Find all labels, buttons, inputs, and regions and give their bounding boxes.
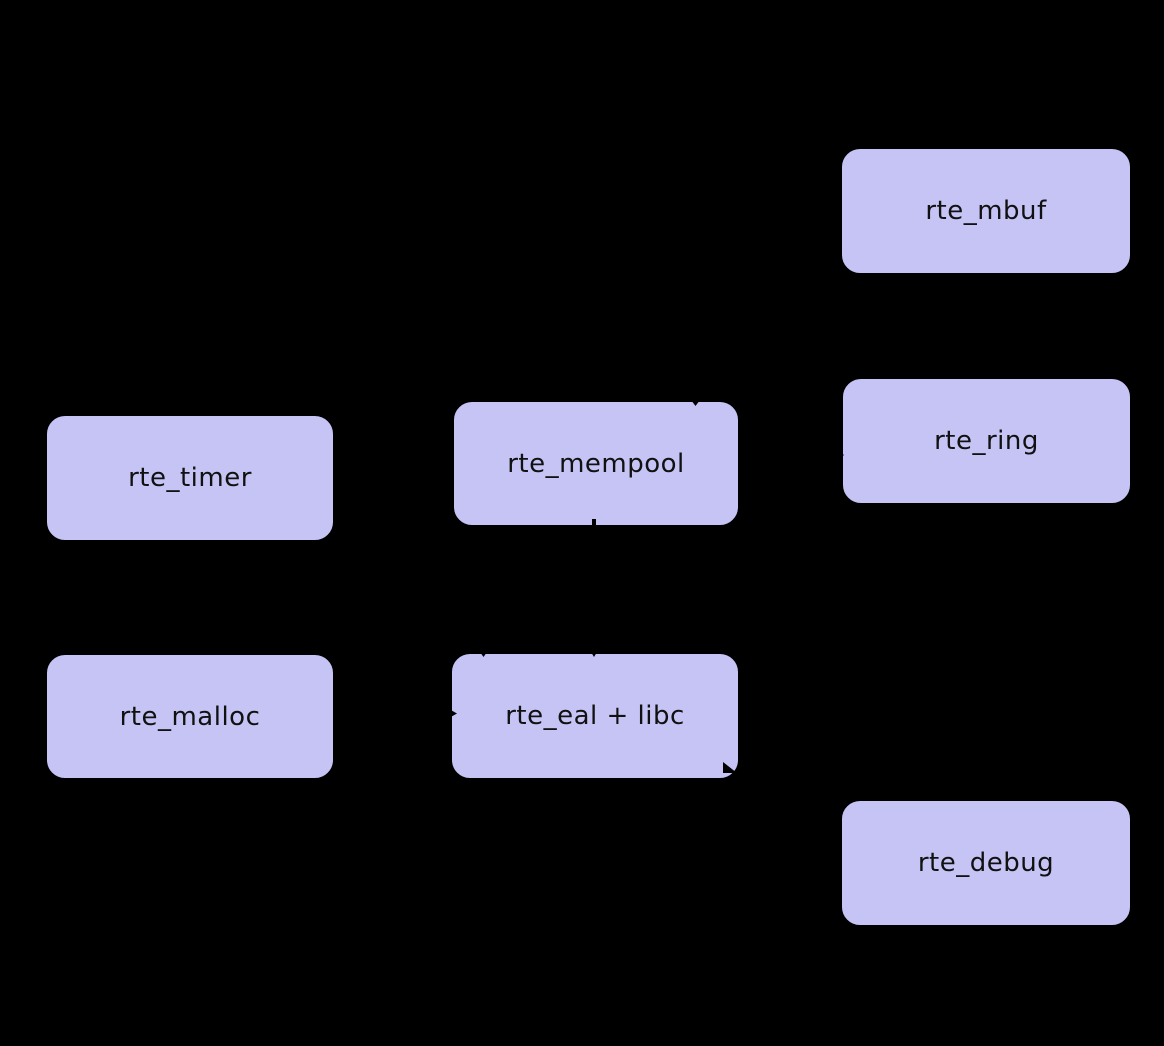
node-label: rte_ring [934, 426, 1039, 456]
node-label: rte_timer [128, 463, 252, 493]
arrowhead-artifact-eal-left [449, 709, 457, 718]
arrowhead-artifact-mempool-top [691, 400, 700, 406]
node-label: rte_malloc [119, 701, 261, 732]
diagram-node-rte_debug: rte_debug [840, 799, 1132, 927]
diagram-node-rte_ring: rte_ring [841, 377, 1132, 505]
node-label: rte_eal + libc [505, 701, 685, 731]
diagram-node-rte_mbuf: rte_mbuf [840, 147, 1132, 275]
arrowhead-artifact-mempool-bottom [592, 519, 596, 527]
arrowhead-artifact-ring-left [840, 452, 844, 458]
diagram-node-rte_mempool: rte_mempool [452, 400, 740, 527]
arrowhead-artifact-eal-top-1 [480, 652, 487, 657]
arrowhead-artifact-eal-corner [723, 762, 737, 773]
node-label: rte_debug [917, 848, 1055, 878]
diagram-node-rte_timer: rte_timer [45, 414, 335, 542]
diagram-node-rte_eal_libc: rte_eal + libc [450, 652, 740, 780]
diagram-node-rte_malloc: rte_malloc [45, 653, 335, 780]
node-label: rte_mbuf [925, 196, 1047, 226]
arrowhead-artifact-eal-top-2 [591, 652, 597, 657]
node-label: rte_mempool [507, 448, 685, 479]
